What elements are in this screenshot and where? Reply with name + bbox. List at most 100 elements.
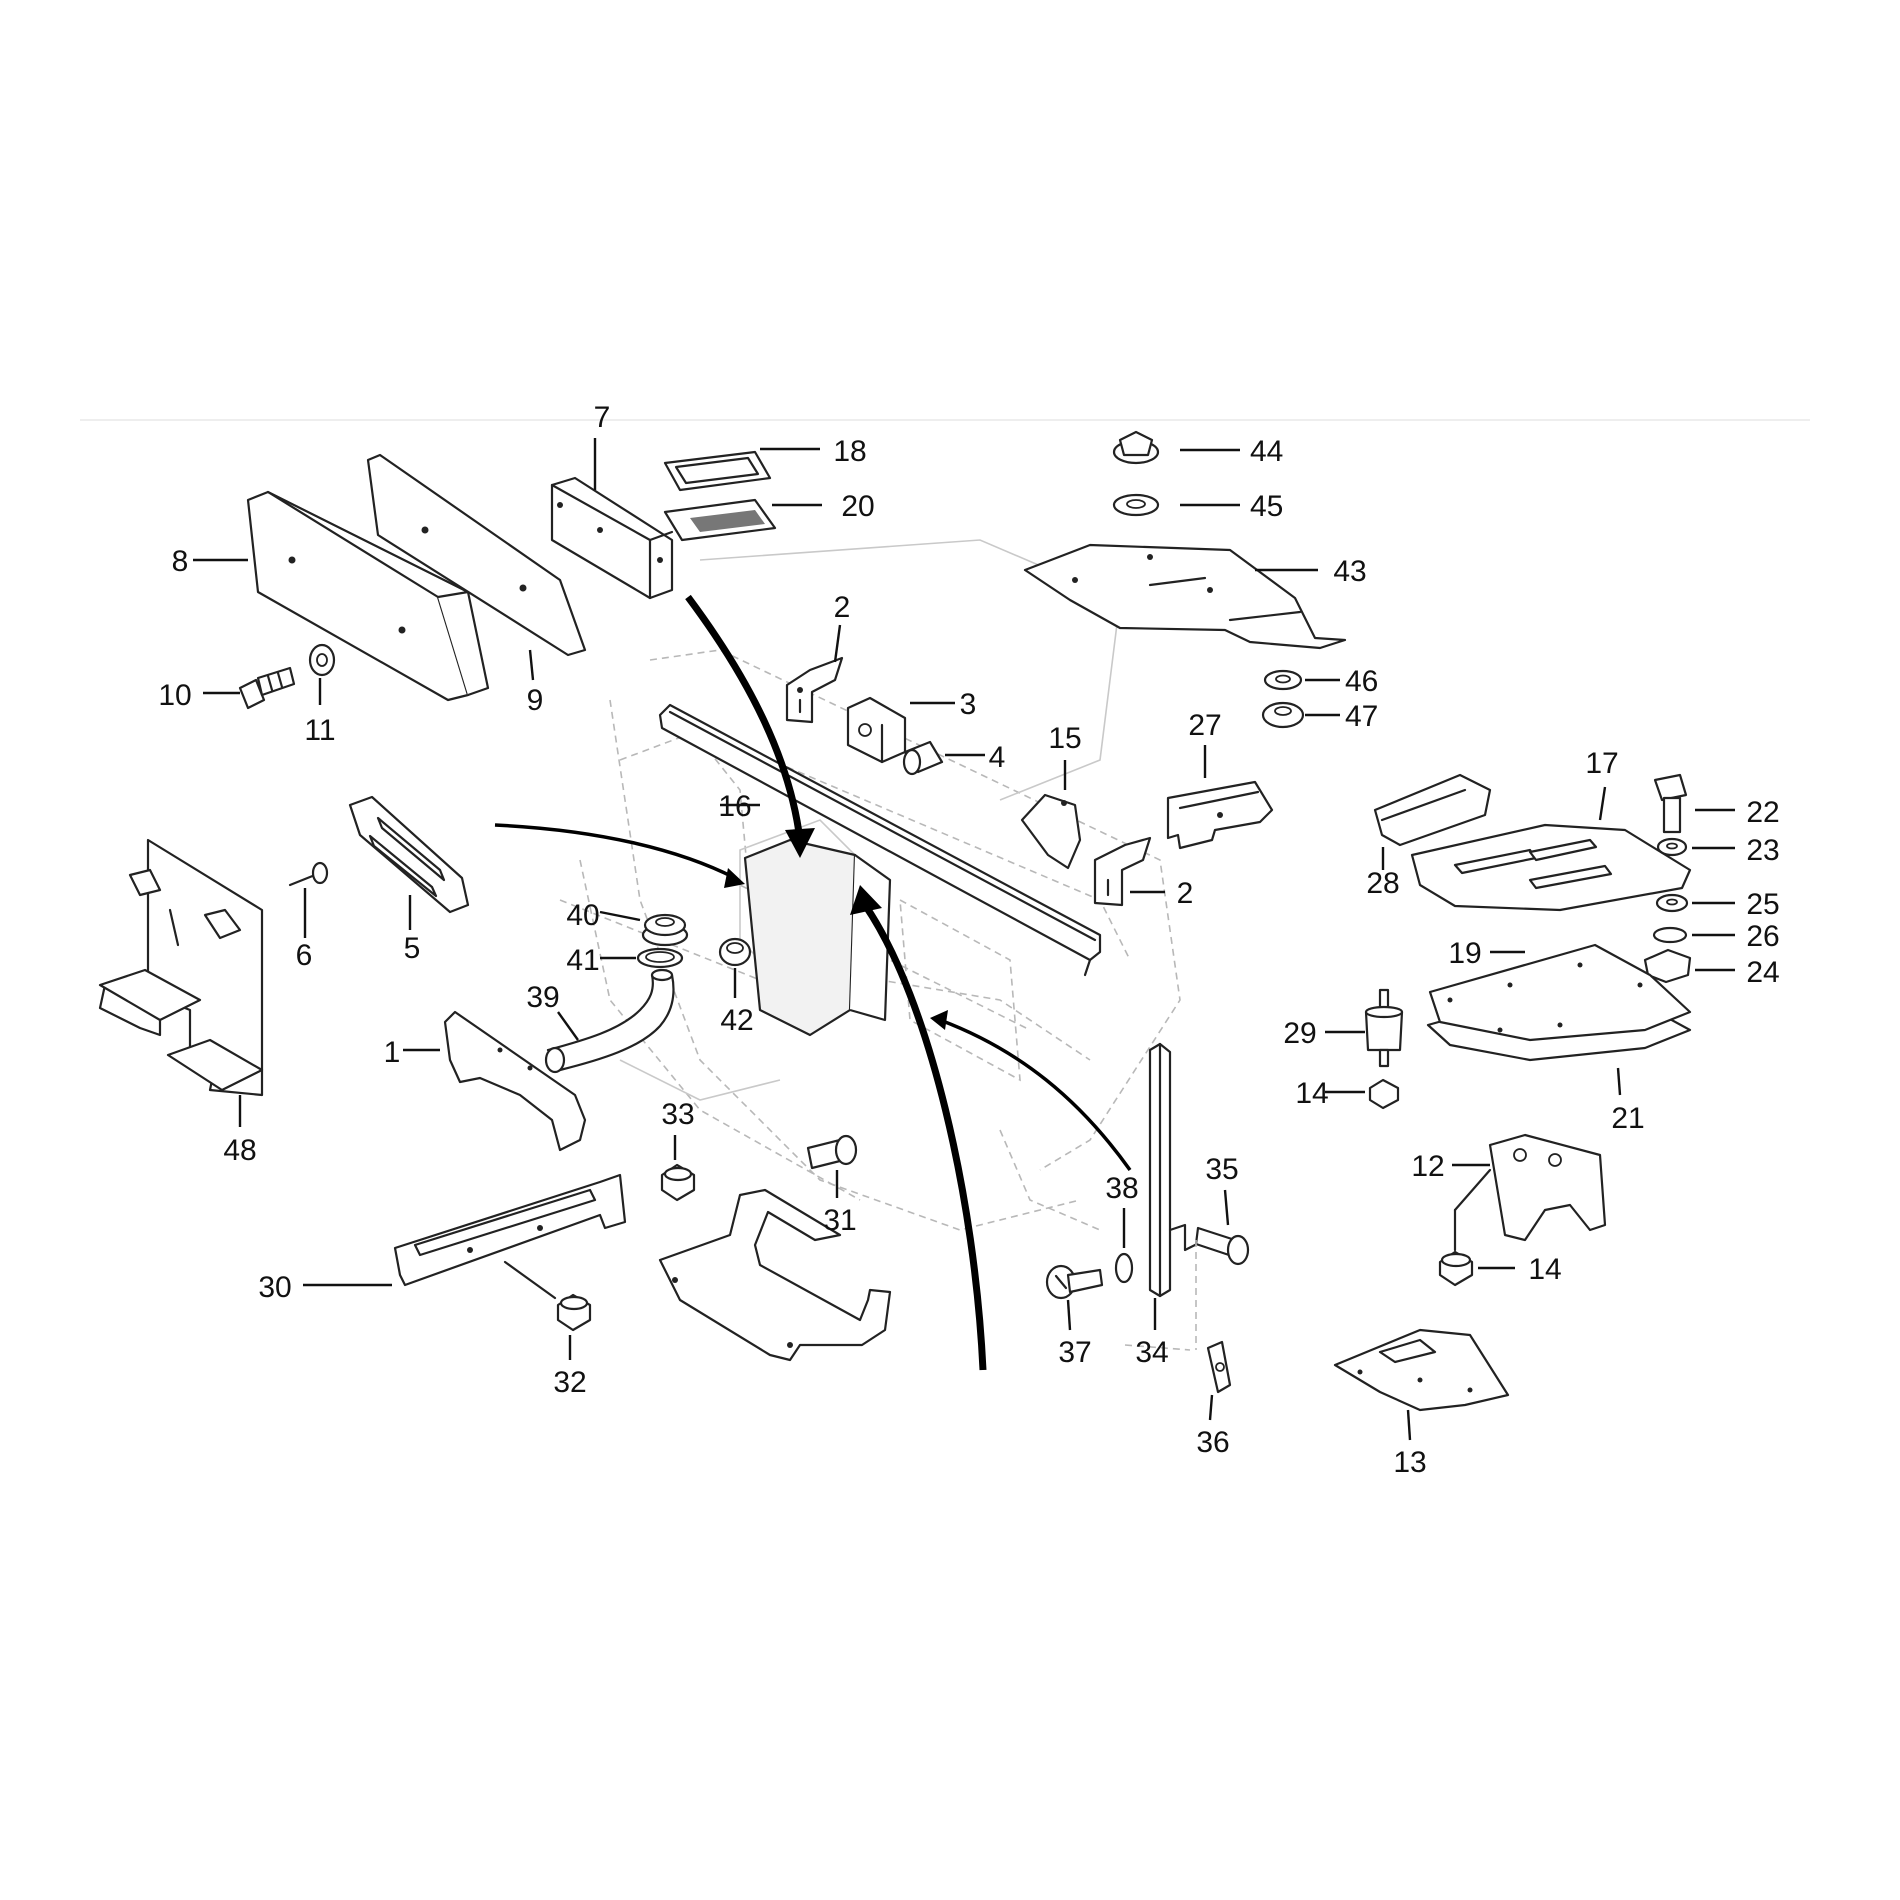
callout-34: 34: [1135, 1336, 1168, 1369]
part-11-washer: [308, 643, 336, 677]
callout-14-upper: 14: [1295, 1077, 1328, 1110]
part-32-nut: [503, 1260, 592, 1332]
part-16-rail: [658, 703, 1102, 977]
callout-2-lower: 2: [1177, 877, 1194, 910]
part-38-washer: [1114, 1252, 1134, 1284]
part-42-plug: [718, 937, 752, 967]
part-44-nut: [1112, 430, 1160, 465]
callout-44: 44: [1250, 435, 1283, 468]
part-9-panel: [366, 453, 587, 657]
part-2-bracket-lower: [1093, 836, 1152, 907]
part-5-plate: [348, 795, 470, 914]
callout-23: 23: [1746, 834, 1779, 867]
callout-7: 7: [594, 401, 611, 434]
callout-24: 24: [1746, 956, 1779, 989]
part-40-grommet: [641, 913, 689, 947]
part-29-isolator: [1364, 988, 1404, 1068]
part-17-plate: [1410, 823, 1692, 912]
part-14-nut-upper: [1368, 1078, 1400, 1110]
part-23-washer: [1656, 837, 1688, 857]
part-34-channel: [1148, 1042, 1197, 1298]
part-6-rivet: [288, 861, 329, 887]
part-25-washer: [1655, 893, 1689, 913]
callout-30: 30: [258, 1271, 291, 1304]
callout-36: 36: [1196, 1426, 1229, 1459]
part-13-plate: [1333, 1328, 1510, 1412]
callout-28: 28: [1366, 867, 1399, 900]
part-33-nut: [660, 1163, 696, 1202]
callout-4: 4: [989, 741, 1006, 774]
part-26-washer: [1652, 926, 1688, 944]
tray-bracket: [658, 1188, 892, 1362]
callout-9: 9: [527, 684, 544, 717]
callout-16: 16: [718, 790, 751, 823]
callout-45: 45: [1250, 490, 1283, 523]
part-14-nut-lower: [1438, 1250, 1474, 1287]
callout-19: 19: [1448, 937, 1481, 970]
callout-31: 31: [823, 1204, 856, 1237]
part-8-panel: [246, 490, 490, 702]
part-15-clip: [1020, 793, 1082, 870]
part-36-clip: [1206, 1340, 1232, 1394]
callout-41: 41: [566, 944, 599, 977]
callout-10: 10: [158, 679, 191, 712]
callout-11: 11: [304, 714, 335, 747]
part-43-plate: [1023, 543, 1347, 650]
callout-32: 32: [553, 1366, 586, 1399]
callout-39: 39: [526, 981, 559, 1014]
callout-14-lower: 14: [1528, 1253, 1561, 1286]
part-30-bracket: [393, 1173, 627, 1287]
callout-25: 25: [1746, 888, 1779, 921]
part-19-plate: [1428, 943, 1692, 1042]
callout-27: 27: [1188, 709, 1221, 742]
callout-26: 26: [1746, 920, 1779, 953]
part-41-clamp: [636, 947, 684, 969]
part-18-gasket: [663, 450, 772, 492]
part-2-bracket-upper: [785, 656, 844, 724]
callout-18: 18: [833, 435, 866, 468]
part-31-bolt: [806, 1134, 858, 1170]
callout-46: 46: [1345, 665, 1378, 698]
part-39-hose: [544, 968, 675, 1074]
callout-40: 40: [566, 899, 599, 932]
callout-5: 5: [404, 932, 421, 965]
callout-13: 13: [1393, 1446, 1426, 1479]
callout-21: 21: [1611, 1102, 1644, 1135]
callout-48: 48: [223, 1134, 256, 1167]
callout-43: 43: [1333, 555, 1366, 588]
callout-2-upper: 2: [834, 591, 851, 624]
callout-38: 38: [1105, 1172, 1138, 1205]
assembly-arrows: [494, 594, 1132, 1371]
part-20-filter: [663, 498, 777, 542]
part-4-spacer: [902, 740, 944, 776]
callout-37: 37: [1058, 1336, 1091, 1369]
callout-20: 20: [841, 490, 874, 523]
callout-labels: 1 2 2 3 4 5 6 7 8 9 10 11 12 13 14 14 15…: [158, 401, 1779, 1479]
callout-12: 12: [1411, 1150, 1444, 1183]
part-47-grommet: [1261, 701, 1305, 729]
callout-33: 33: [661, 1098, 694, 1131]
part-45-washer: [1112, 493, 1160, 517]
callout-1: 1: [384, 1036, 401, 1069]
part-10-bolt: [238, 666, 296, 710]
part-46-washer: [1263, 669, 1303, 691]
part-35-bolt: [1194, 1226, 1250, 1266]
part-7-module: [550, 476, 674, 600]
callout-8: 8: [172, 545, 189, 578]
part-28-bracket: [1373, 773, 1492, 847]
part-12-bracket: [1488, 1133, 1607, 1242]
callout-17: 17: [1585, 747, 1618, 780]
callout-15: 15: [1048, 722, 1081, 755]
callout-22: 22: [1746, 796, 1779, 829]
part-27-guide: [1166, 780, 1274, 850]
leader-lines: [193, 438, 1735, 1441]
part-48-bracket: [98, 838, 264, 1097]
center-column: [743, 838, 892, 1037]
part-22-bolt: [1653, 773, 1688, 834]
callout-6: 6: [296, 939, 313, 972]
part-3-clamp: [846, 696, 907, 764]
callout-47: 47: [1345, 700, 1378, 733]
part-37-screw: [1045, 1264, 1104, 1300]
callout-3: 3: [960, 688, 977, 721]
